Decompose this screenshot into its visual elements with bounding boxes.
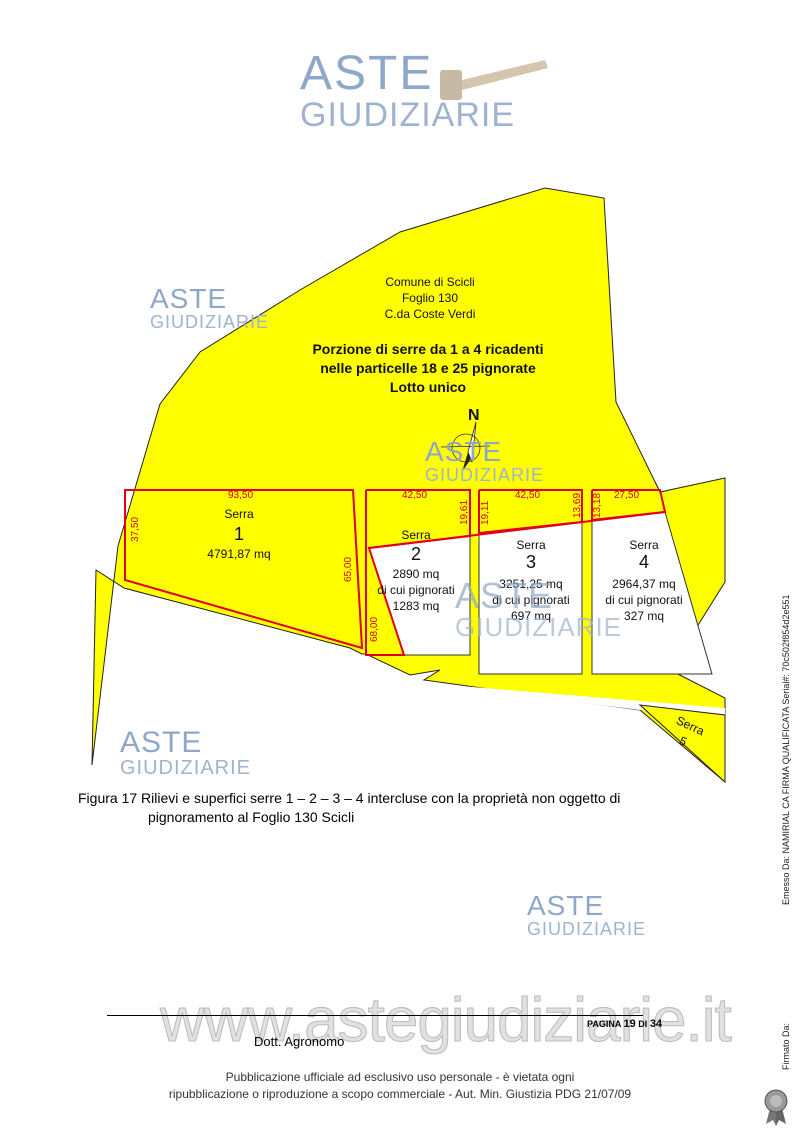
dim-label: 68,00 (369, 617, 380, 642)
dim-label: 19,61 (459, 500, 470, 525)
dim-label: 27,50 (614, 490, 639, 501)
publication-notice-1: Pubblicazione ufficiale ad esclusivo uso… (225, 1070, 575, 1084)
serra-area: di cui pignorati (492, 593, 569, 607)
watermark-logo: ASTE GIUDIZIARIE (120, 726, 252, 779)
watermark-logo: ASTE GIUDIZIARIE (425, 436, 545, 485)
svg-text:N: N (468, 407, 480, 424)
serra-5-area (638, 704, 726, 784)
north-arrow-icon: N (440, 407, 491, 472)
dim-label: 93,50 (228, 490, 253, 501)
page-number: PAGINA 19 DI 34 (587, 1018, 663, 1030)
serra-label: Serra (401, 528, 431, 542)
serra-area: 697 mq (511, 609, 551, 623)
figure-caption: Figura 17 Rilievi e superfici serre 1 – … (78, 789, 718, 827)
serra-area: 327 mq (624, 609, 664, 623)
dim-label: 42,50 (515, 490, 540, 501)
map-title-line: Porzione di serre da 1 a 4 ricadenti (312, 341, 543, 357)
dim-label: 65,00 (343, 557, 354, 582)
serra-area: 4791,87 mq (207, 547, 270, 561)
dim-label: 13,69 (572, 493, 583, 518)
map-header-line: Comune di Scicli (385, 275, 474, 289)
serra-number: 1 (234, 524, 244, 544)
serra-area: 2964,37 mq (612, 577, 675, 591)
serra-number: 3 (526, 552, 536, 572)
serra-1-boundary (124, 489, 364, 650)
land-survey-map: 93,50 37,50 65,00 42,50 19,61 68,00 19,1… (91, 187, 726, 784)
publication-notice-2: ripubblicazione o riproduzione a scopo c… (168, 1087, 632, 1101)
serra-label: Serra (629, 538, 659, 552)
serra-label: Serra (224, 507, 254, 521)
map-header-line: C.da Coste Verdi (385, 307, 476, 321)
map-header-line: Foglio 130 (402, 291, 458, 305)
gavel-icon (440, 60, 548, 100)
serra-area: di cui pignorati (605, 593, 682, 607)
dim-label: 13,18 (592, 493, 603, 518)
serra-label: Serra (516, 538, 546, 552)
watermark-logo-top: ASTE GIUDIZIARIE (300, 47, 516, 134)
watermark-logo: ASTE GIUDIZIARIE (527, 890, 647, 939)
serra-area: di cui pignorati (377, 583, 454, 597)
caption-line-2: pignoramento al Foglio 130 Scicli (148, 809, 355, 825)
serra-area: 3251,25 mq (499, 577, 562, 591)
dim-label: 42,50 (402, 490, 427, 501)
serra-number: 4 (639, 552, 649, 572)
footer-divider (107, 1015, 643, 1016)
seal-ribbon-icon (764, 1089, 788, 1126)
serra-area: 1283 mq (393, 599, 440, 613)
map-title-line: Lotto unico (390, 379, 466, 395)
signature-info: Emesso Da: NAMIRIAL CA FIRMA QUALIFICATA… (781, 594, 791, 905)
author-name: Dott. Agronomo (254, 1034, 345, 1049)
signed-by-label: Firmato Da: (781, 1022, 791, 1070)
serra-area: 2890 mq (393, 567, 440, 581)
map-title-line: nelle particelle 18 e 25 pignorate (320, 360, 536, 376)
site-watermark: www.astegiudiziarie.it (160, 986, 733, 1056)
dim-label: 19,11 (480, 500, 491, 525)
dim-label: 37,50 (130, 517, 141, 542)
caption-line-1: Figura 17 Rilievi e superfici serre 1 – … (78, 790, 621, 806)
watermark-logo: ASTE GIUDIZIARIE (150, 283, 270, 332)
serra-number: 2 (411, 544, 421, 564)
watermark-logo: ASTE GIUDIZIARIE (455, 575, 623, 642)
